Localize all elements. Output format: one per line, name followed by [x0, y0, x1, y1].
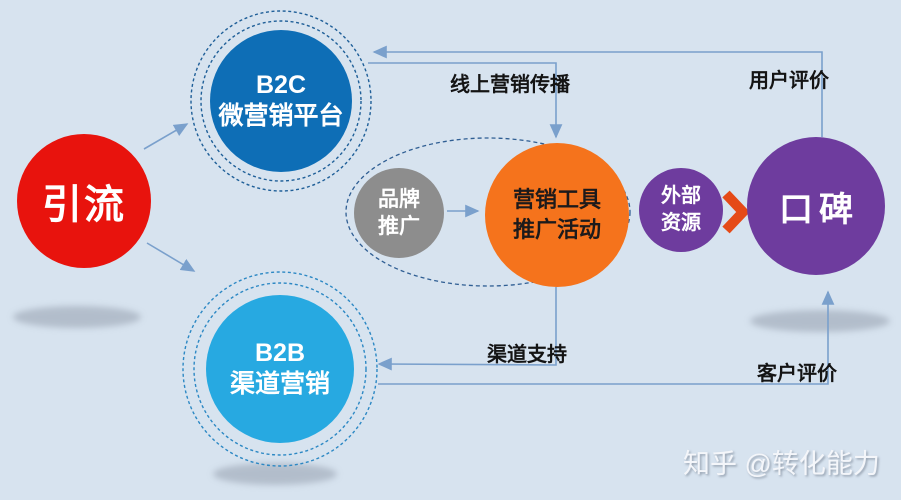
node-word-of-mouth: 口碑 — [747, 137, 885, 275]
node-external-line2: 资源 — [661, 212, 701, 234]
b2c-dashed-ring-outer — [190, 10, 372, 192]
shadow-under-b2b — [213, 463, 337, 485]
node-b2b-line1: B2B — [254, 338, 305, 367]
node-b2b-channel: B2B 渠道营销 — [206, 295, 354, 443]
shadow-under-yinliu — [13, 306, 141, 328]
b2c-dashed-ring-inner — [200, 20, 362, 182]
node-external-resources: 外部 资源 — [639, 168, 723, 252]
node-marketing-tools: 营销工具 推广活动 — [485, 143, 629, 287]
edge-b2c-to-tools-online-marketing — [368, 62, 563, 139]
zhihu-watermark: 知乎 @转化能力 — [683, 449, 880, 479]
node-tools-line2: 推广活动 — [512, 217, 601, 242]
node-b2b-line2: 渠道营销 — [229, 370, 330, 398]
edge-label-online-marketing: 线上营销传播 — [450, 74, 570, 96]
shadow-under-koubei — [750, 310, 890, 332]
node-koubei-label: 口碑 — [779, 191, 859, 229]
node-external-line1: 外部 — [661, 185, 701, 207]
node-b2c-line1: B2C — [255, 70, 306, 99]
node-tools-line1: 营销工具 — [512, 187, 601, 213]
edge-yinliu-to-b2c — [143, 123, 189, 150]
node-yinliu-label: 引流 — [42, 183, 126, 227]
node-yinliu: 引流 — [17, 134, 151, 268]
node-b2c-platform: B2C 微营销平台 — [210, 30, 352, 172]
group-dashed-ellipse — [345, 137, 631, 287]
node-b2c-line2: 微营销平台 — [218, 102, 344, 130]
edge-koubei-to-b2c-user-review — [372, 45, 823, 137]
edge-label-channel-support: 渠道支持 — [487, 344, 567, 366]
chevron-arrow-icon — [722, 190, 750, 234]
edge-tools-to-b2b-channel-support — [377, 287, 557, 371]
node-brand-line1: 品牌 — [378, 186, 420, 211]
edge-label-customer-review: 客户评价 — [757, 363, 837, 385]
b2b-dashed-ring-outer — [182, 271, 378, 467]
edge-label-user-review: 用户评价 — [749, 70, 829, 92]
node-brand-line2: 推广 — [378, 214, 420, 238]
edge-b2b-to-koubei-customer-review — [378, 290, 835, 385]
node-brand-promotion: 品牌 推广 — [354, 168, 444, 258]
edge-yinliu-to-b2b — [146, 242, 196, 272]
b2b-dashed-ring-inner — [193, 282, 367, 456]
